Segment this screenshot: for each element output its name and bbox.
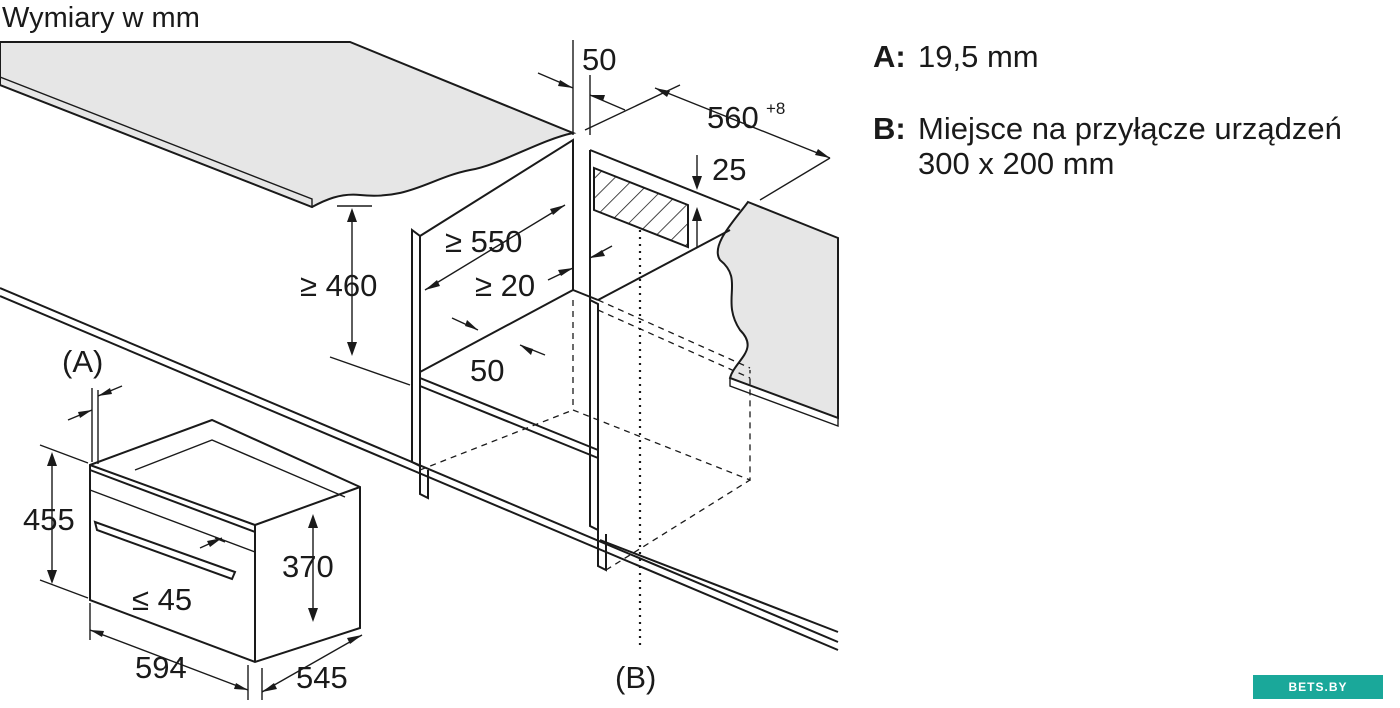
dim-handle-depth-value: ≤ 45 [132,582,192,617]
dim-bottom-gap-value: 50 [470,353,504,388]
legend-b-text-line2: 300 x 200 mm [918,146,1114,181]
dim-top-gap: 50 [537,40,626,135]
label-a-marker: (A) [62,344,123,464]
dim-door-height-value: 370 [282,549,334,584]
dim-appliance-height-value: 455 [23,502,75,537]
dim-handle-depth: ≤ 45 [132,537,223,617]
dim-depth: ≥ 550 [424,204,566,291]
worktop [0,41,577,209]
label-b: (B) [615,660,656,695]
dim-depth-value: ≥ 550 [445,224,522,259]
dim-vent-height: 25 [692,152,746,248]
legend-b-key: B: [873,111,906,146]
label-a: (A) [62,344,103,379]
dim-appliance-depth-value: 545 [296,660,348,695]
diagram-title: Wymiary w mm [2,2,200,34]
dim-cabinet-width-value: 560 [707,100,759,135]
worktop-right [716,200,839,428]
dim-top-gap-value: 50 [582,42,616,77]
dim-door-height: 370 [282,514,334,622]
dim-side-gap: ≥ 20 [475,245,613,303]
dim-bottom-gap: 50 [451,317,546,388]
dim-height-min-value: ≥ 460 [300,268,377,303]
connection-area [593,166,689,249]
dim-appliance-width: 594 [89,603,249,700]
dim-appliance-height: 455 [23,444,89,599]
cabinet-niche [411,138,751,572]
watermark-logo: BETS.BY [1253,675,1383,699]
dim-appliance-width-value: 594 [135,650,187,685]
legend: A: 19,5 mm B: Miejsce na przyłącze urząd… [873,39,1342,181]
dim-appliance-depth: 545 [261,634,363,700]
appliance [89,418,361,664]
dim-side-gap-value: ≥ 20 [475,268,535,303]
dim-cabinet-width-tolerance: +8 [766,99,785,118]
dim-vent-height-value: 25 [712,152,746,187]
legend-a-text: 19,5 mm [918,39,1039,74]
legend-a-key: A: [873,39,906,74]
dim-height-min: ≥ 460 [300,205,411,386]
legend-b-text-line1: Miejsce na przyłącze urządzeń [918,111,1342,146]
dim-cabinet-width: 560 +8 [584,84,831,201]
